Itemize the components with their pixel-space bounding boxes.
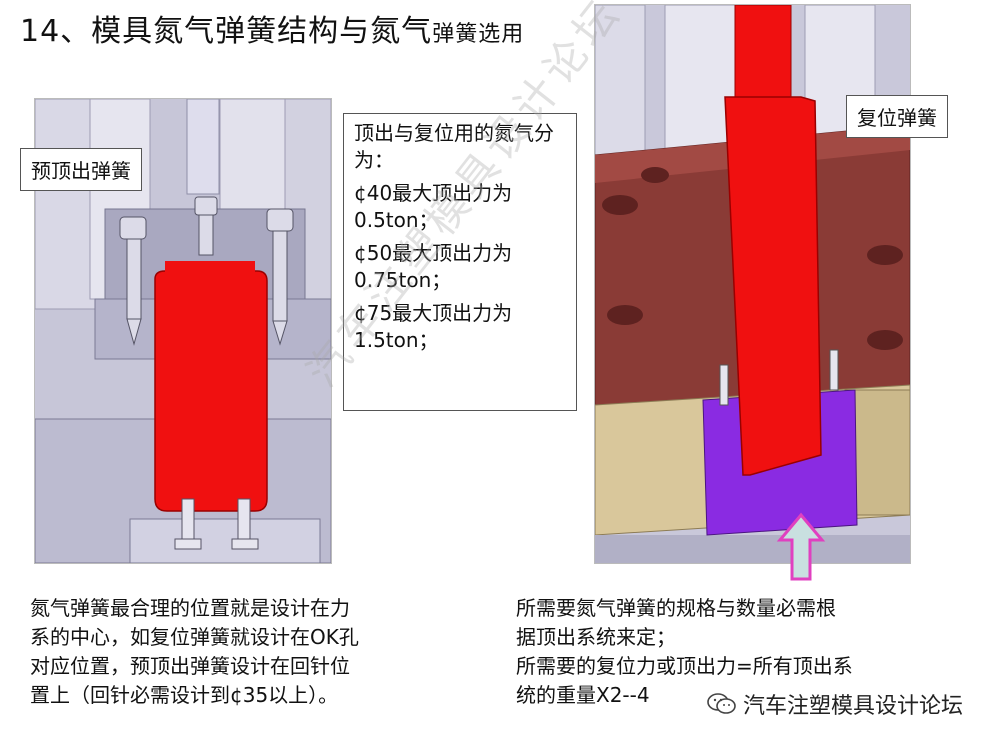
paragraph-line: 统的重量X2--4: [516, 683, 650, 707]
paragraph-line: 系的中心，如复位弹簧就设计在OK孔: [30, 625, 359, 649]
reset-spring-label: 复位弹簧: [846, 95, 948, 138]
spec-item-value: 0.5ton；: [354, 208, 439, 232]
spec-item-line: ¢50最大顶出力为: [354, 241, 513, 265]
slide-title: 14、模具氮气弹簧结构与氮气弹簧选用: [20, 6, 524, 50]
left-figure: [34, 98, 332, 564]
spec-intro: 顶出与复位用的氮气分为：: [354, 121, 554, 172]
paragraph-line: 置上（回针必需设计到¢35以上）。: [30, 683, 339, 707]
nitrogen-spec-box: 顶出与复位用的氮气分为： ¢40最大顶出力为 0.5ton； ¢50最大顶出力为…: [343, 113, 577, 411]
spec-item-40: ¢40最大顶出力为 0.5ton；: [354, 180, 566, 234]
title-sub: 弹簧选用: [432, 22, 525, 47]
up-arrow-icon: [776, 512, 826, 581]
bottom-right-paragraph: 所需要氮气弹簧的规格与数量必需根 据顶出系统来定； 所需要的复位力或顶出力=所有…: [516, 594, 853, 710]
wechat-icon: [707, 693, 736, 714]
paragraph-line: 所需要氮气弹簧的规格与数量必需根: [516, 596, 836, 620]
pre-ejection-spring-render: [35, 99, 331, 563]
paragraph-line: 对应位置，预顶出弹簧设计在回针位: [30, 654, 350, 678]
spec-item-50: ¢50最大顶出力为 0.75ton；: [354, 240, 566, 294]
spec-item-value: 1.5ton；: [354, 328, 439, 352]
spec-item-line: ¢75最大顶出力为: [354, 301, 513, 325]
bottom-left-paragraph: 氮气弹簧最合理的位置就是设计在力 系的中心，如复位弹簧就设计在OK孔 对应位置，…: [30, 594, 359, 710]
title-main: 14、模具氮气弹簧结构与氮气: [20, 14, 433, 49]
pre-ejection-spring-label: 预顶出弹簧: [20, 148, 142, 191]
paragraph-line: 据顶出系统来定；: [516, 625, 676, 649]
spec-item-75: ¢75最大顶出力为 1.5ton；: [354, 300, 566, 354]
footer-watermark-text: 汽车注塑模具设计论坛: [742, 694, 963, 719]
paragraph-line: 所需要的复位力或顶出力=所有顶出系: [516, 654, 853, 678]
right-figure: [594, 4, 911, 564]
spec-item-line: ¢40最大顶出力为: [354, 181, 513, 205]
footer-watermark: 汽车注塑模具设计论坛: [707, 688, 963, 720]
reset-spring-render: [595, 5, 910, 563]
spec-item-value: 0.75ton；: [354, 268, 452, 292]
paragraph-line: 氮气弹簧最合理的位置就是设计在力: [30, 596, 350, 620]
